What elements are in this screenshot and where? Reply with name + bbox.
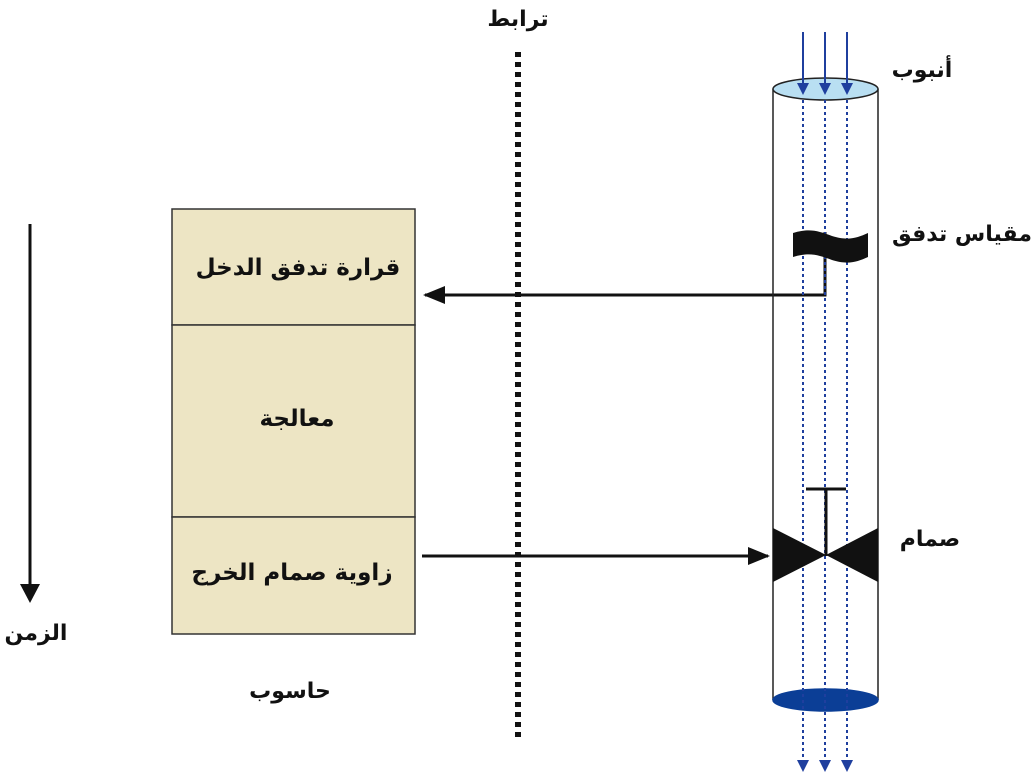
valve-icon [826,528,878,582]
step-box-processing [171,324,416,518]
time-arrow-head [20,584,40,603]
flow-lines [797,32,853,772]
flow-meter-icon [793,230,868,263]
interface-label: ترابط [487,7,548,32]
valve: صمام [773,487,960,582]
step-label-processing: معالجة [259,406,334,432]
time-axis: الزمن [5,224,68,646]
pipe: أنبوب [772,54,953,712]
pipe-label: أنبوب [892,54,953,83]
valve-icon [773,528,826,582]
computer-block: قرارة تدفق الدخل معالجة زاوية صمام الخرج… [171,208,416,704]
step-label-input-flow: قرارة تدفق الدخل [196,255,401,281]
step-box-valve-angle [171,516,416,635]
flow-meter-label: مقياس تدفق [892,222,1032,247]
step-label-valve-angle: زاوية صمام الخرج [191,560,392,586]
interface-boundary: ترابط [487,7,549,740]
valve-label: صمام [900,527,960,552]
computer-label: حاسوب [249,679,331,704]
time-label: الزمن [5,621,68,646]
flow-meter: مقياس تدفق [793,222,1032,263]
flow-reading-arrow [423,232,827,304]
